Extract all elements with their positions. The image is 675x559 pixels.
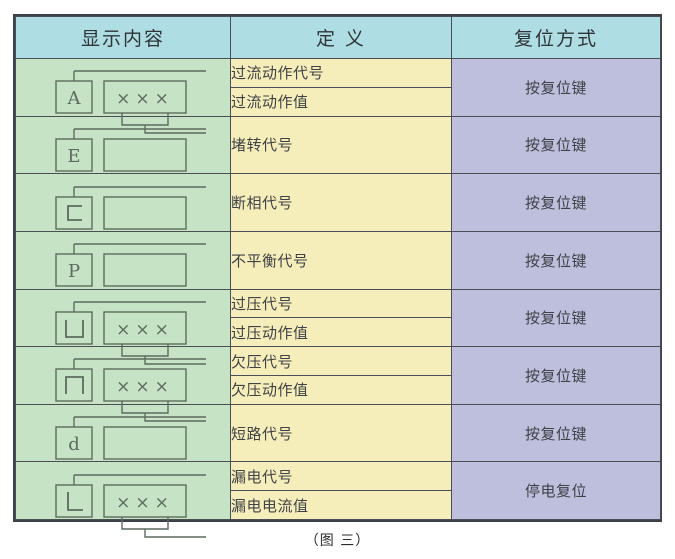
definition-cell: 过流动作代号 <box>230 58 452 88</box>
led-display-icon <box>28 175 218 231</box>
display-code-cell: ××× <box>15 288 231 365</box>
display-code-cell: E <box>15 115 231 175</box>
column-header-definition: 定 义 <box>230 16 452 59</box>
led-display-icon: P <box>28 232 218 288</box>
table-header-row: 显示内容 定 义 复位方式 <box>15 16 661 59</box>
table-row: 欠压动作值 <box>16 374 661 405</box>
definition-cell: 短路代号 <box>230 403 452 463</box>
reset-method-cell: 按复位键 <box>451 288 661 348</box>
svg-text:×××: ××× <box>116 377 174 397</box>
table-row: 过流动作值 <box>16 86 661 117</box>
table-row: d 短路代号按复位键 <box>15 403 661 463</box>
table-row: 漏电电流值 <box>16 490 661 520</box>
reset-method-cell: 按复位键 <box>451 58 661 117</box>
reset-method-cell: 按复位键 <box>451 173 661 232</box>
definition-cell: 堵转代号 <box>230 115 452 175</box>
led-display-icon: ××× <box>28 347 218 423</box>
table-row: 断相代号按复位键 <box>15 173 661 232</box>
definition-cell: 漏电代号 <box>230 461 452 492</box>
svg-text:×××: ××× <box>116 320 174 340</box>
led-display-icon: d <box>28 405 218 461</box>
display-code-cell: A ××× <box>15 58 231 135</box>
reset-method-cell: 按复位键 <box>451 115 661 175</box>
column-header-reset: 复位方式 <box>451 16 661 59</box>
definition-cell: 不平衡代号 <box>230 230 452 290</box>
display-code-cell: P <box>15 230 231 290</box>
reset-method-cell: 停电复位 <box>451 461 661 520</box>
reset-method-cell: 按复位键 <box>451 230 661 290</box>
svg-text:E: E <box>67 146 80 167</box>
definition-cell: 断相代号 <box>230 173 452 232</box>
definition-cell: 过压动作值 <box>230 317 452 348</box>
table-row: 过压动作值 <box>16 317 661 348</box>
table-row: A ××× 过流动作代号按复位键 <box>15 58 661 135</box>
display-code-cell: ××× <box>15 346 231 423</box>
table-row: P 不平衡代号按复位键 <box>15 230 661 290</box>
svg-text:A: A <box>67 88 82 109</box>
display-code-cell: ××× <box>15 461 231 538</box>
svg-text:P: P <box>68 261 80 282</box>
table-row: ××× 漏电代号停电复位 <box>15 461 661 538</box>
column-header-display: 显示内容 <box>15 16 231 59</box>
definition-cell: 过压代号 <box>230 288 452 319</box>
display-code-cell: d <box>15 403 231 463</box>
led-display-icon: ××× <box>28 463 218 538</box>
table-row: ××× 过压代号按复位键 <box>15 288 661 365</box>
reset-method-cell: 按复位键 <box>451 346 661 405</box>
reset-method-cell: 按复位键 <box>451 403 661 463</box>
figure-caption: （图 三） <box>304 533 371 549</box>
definition-cell: 欠压代号 <box>230 346 452 376</box>
table-row: ××× 欠压代号按复位键 <box>15 346 661 423</box>
svg-text:d: d <box>68 434 80 455</box>
led-display-icon: A ××× <box>28 59 218 135</box>
definition-cell: 漏电电流值 <box>230 490 452 520</box>
definition-cell: 欠压动作值 <box>230 374 452 405</box>
svg-text:×××: ××× <box>116 89 174 109</box>
table-row: E 堵转代号按复位键 <box>15 115 661 175</box>
svg-text:×××: ××× <box>116 493 174 513</box>
definition-cell: 过流动作值 <box>230 86 452 117</box>
led-display-icon: E <box>28 117 218 173</box>
display-code-cell <box>15 173 231 232</box>
led-display-icon: ××× <box>28 290 218 365</box>
